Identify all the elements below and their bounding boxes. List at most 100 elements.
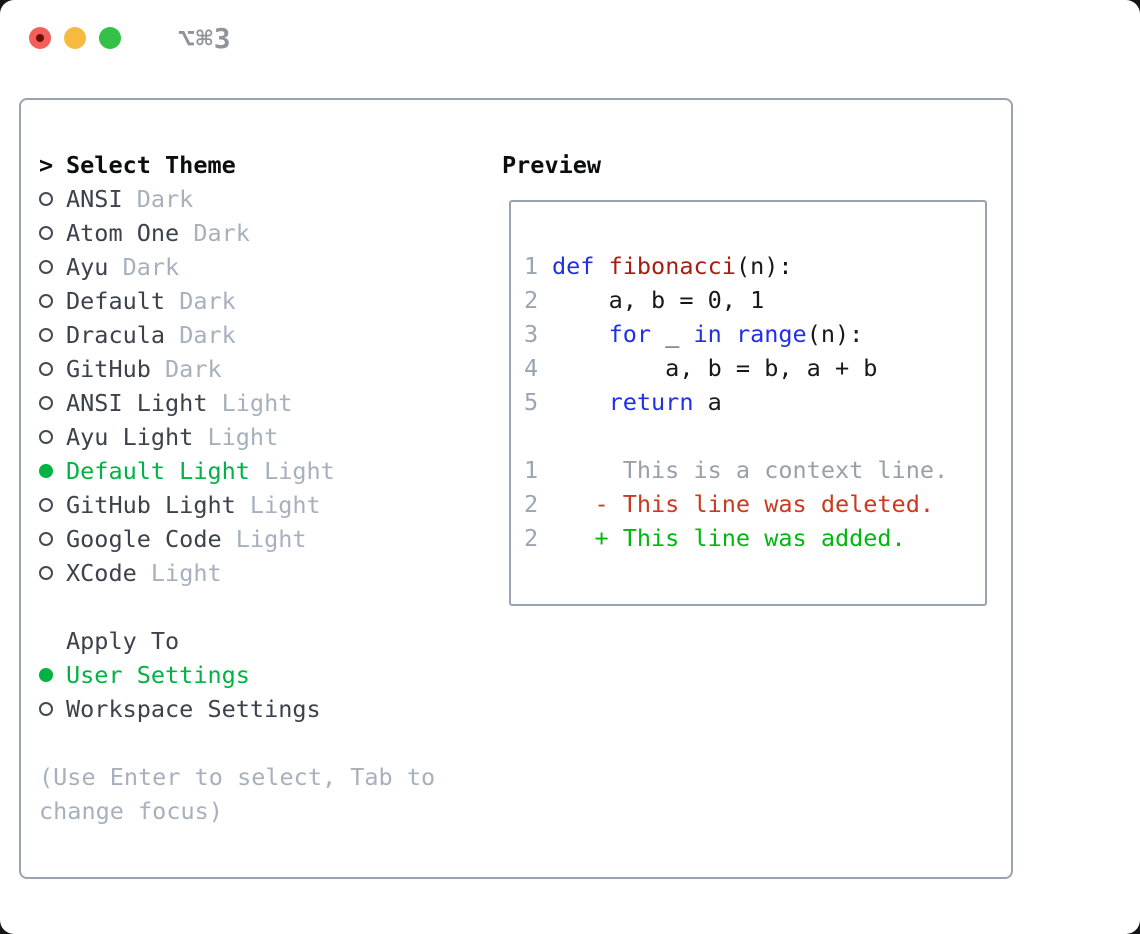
radio-icon	[39, 566, 53, 580]
preview-header: Preview	[502, 148, 1011, 182]
radio-icon	[39, 430, 53, 444]
theme-item-ansi-dark[interactable]: ANSI Dark	[39, 182, 502, 216]
code-line: 2 + This line was added.	[524, 521, 985, 555]
help-text: (Use Enter to select, Tab to change focu…	[39, 763, 436, 825]
option-variant-label: Light	[193, 423, 279, 451]
radio-icon	[39, 532, 53, 546]
option-label: Default	[66, 287, 166, 315]
window-title: ⌥⌘3	[178, 21, 232, 55]
option-variant-label: Dark	[179, 219, 250, 247]
line-number: 2	[524, 286, 539, 314]
radio-icon	[39, 396, 53, 410]
code-token: a	[693, 388, 722, 416]
theme-item-google-code-light[interactable]: Google Code Light	[39, 522, 502, 556]
theme-item-ayu-dark[interactable]: Ayu Dark	[39, 250, 502, 284]
radio-selected-icon	[39, 464, 53, 478]
title-bar: ⌥⌘3	[0, 0, 1140, 76]
code-token	[552, 385, 609, 419]
option-label: XCode	[66, 559, 137, 587]
option-variant-label: Dark	[122, 185, 194, 213]
code-token: (n):	[806, 320, 864, 348]
theme-item-default-light-light[interactable]: Default Light Light	[39, 454, 502, 488]
apply-option-workspace-settings[interactable]: Workspace Settings	[39, 692, 502, 726]
code-token: - This line was deleted.	[552, 490, 935, 518]
code-token	[552, 317, 609, 351]
focus-prompt-icon: >	[39, 151, 54, 179]
radio-icon	[39, 498, 53, 512]
code-token: (n):	[735, 252, 793, 280]
code-token: range	[735, 320, 807, 348]
radio-icon	[39, 328, 53, 342]
radio-selected-icon	[39, 668, 53, 682]
radio-icon	[39, 192, 53, 206]
section-gap	[39, 590, 502, 624]
code-token: for	[608, 320, 652, 348]
option-variant-label: Light	[136, 559, 222, 587]
option-label: Ayu	[66, 253, 109, 281]
code-line: 3 for _ in range(n):	[524, 317, 985, 351]
line-number: 5	[524, 388, 539, 416]
theme-item-github-light-light[interactable]: GitHub Light Light	[39, 488, 502, 522]
apply-to-header: Apply To	[39, 624, 502, 658]
select-theme-title: Select Theme	[66, 151, 236, 179]
theme-item-ayu-light-light[interactable]: Ayu Light Light	[39, 420, 502, 454]
option-label: Ayu Light	[66, 423, 194, 451]
code-token: This is a context line.	[552, 456, 949, 484]
code-token: in	[693, 320, 722, 348]
preview-title: Preview	[502, 151, 602, 179]
option-variant-label: Dark	[165, 287, 236, 315]
select-theme-header: > Select Theme	[39, 148, 502, 182]
option-variant-label: Dark	[165, 321, 236, 349]
close-button[interactable]	[29, 27, 51, 49]
line-number: 4	[524, 354, 539, 382]
radio-icon	[39, 294, 53, 308]
traffic-lights	[29, 27, 134, 49]
minimize-button[interactable]	[64, 27, 86, 49]
code-line: 2 - This line was deleted.	[524, 487, 985, 521]
option-label: User Settings	[66, 661, 250, 689]
option-variant-label: Light	[249, 457, 335, 485]
theme-item-dracula-dark[interactable]: Dracula Dark	[39, 318, 502, 352]
option-variant-label: Light	[207, 389, 293, 417]
theme-item-github-dark[interactable]: GitHub Dark	[39, 352, 502, 386]
code-line: 2 a, b = 0, 1	[524, 283, 985, 317]
option-label: Atom One	[66, 219, 180, 247]
option-label: Workspace Settings	[66, 695, 321, 723]
apply-to-title: Apply To	[66, 627, 180, 655]
line-number: 1	[524, 252, 539, 280]
option-label: ANSI Light	[66, 389, 208, 417]
theme-item-ansi-light-light[interactable]: ANSI Light Light	[39, 386, 502, 420]
option-label: ANSI	[66, 185, 123, 213]
code-token: _	[651, 320, 694, 348]
theme-item-xcode-light[interactable]: XCode Light	[39, 556, 502, 590]
option-label: Google Code	[66, 525, 222, 553]
theme-item-atom-one-dark[interactable]: Atom One Dark	[39, 216, 502, 250]
code-token: a, b = 0, 1	[552, 286, 765, 314]
code-token: def	[552, 252, 595, 280]
radio-icon	[39, 260, 53, 274]
line-number: 2	[524, 524, 539, 552]
code-line: 5 return a	[524, 385, 985, 419]
radio-icon	[39, 702, 53, 716]
code-token	[594, 249, 608, 283]
code-line	[524, 419, 985, 453]
zoom-button[interactable]	[99, 27, 121, 49]
apply-option-user-settings[interactable]: User Settings	[39, 658, 502, 692]
option-variant-label: Light	[221, 525, 307, 553]
code-token: a, b = b, a + b	[552, 354, 878, 382]
theme-item-default-dark[interactable]: Default Dark	[39, 284, 502, 318]
code-token: return	[608, 388, 694, 416]
code-token: + This line was added.	[552, 524, 906, 552]
radio-icon	[39, 226, 53, 240]
option-label: GitHub	[66, 355, 151, 383]
code-line: 4 a, b = b, a + b	[524, 351, 985, 385]
